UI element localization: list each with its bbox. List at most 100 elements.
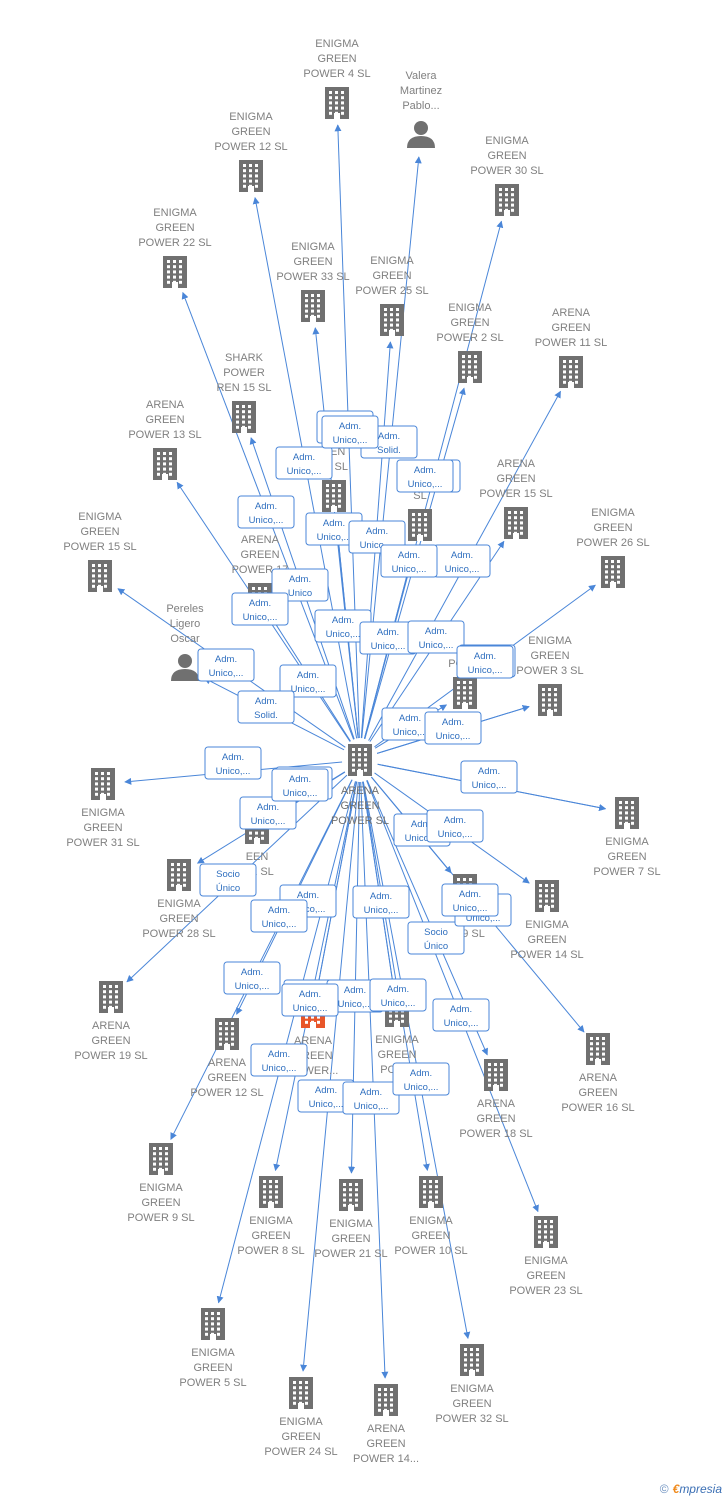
relation-label[interactable]: Adm.Unico,... xyxy=(239,796,297,830)
relation-label[interactable]: Adm.Unico,... xyxy=(204,746,262,780)
relation-label[interactable]: Adm.Unico,... xyxy=(460,760,518,794)
relation-label-line-1: Adm. xyxy=(289,574,311,585)
relation-label-line-1: Adm. xyxy=(255,501,277,512)
relation-label[interactable]: Adm.Unico,... xyxy=(424,711,482,745)
relation-label[interactable]: Adm.Unico,... xyxy=(223,961,281,995)
relation-label[interactable]: Adm.Unico,... xyxy=(380,544,438,578)
relation-label[interactable]: Adm.Unico,... xyxy=(279,664,337,698)
node-label-n8-line-2: GREEN xyxy=(450,317,489,329)
node-label-n36-line-1: ENIGMA xyxy=(409,1215,453,1227)
building-icon xyxy=(325,87,349,119)
building-icon xyxy=(99,981,123,1013)
relation-label[interactable]: Adm.Unico,... xyxy=(369,978,427,1012)
node-label-n15-line-3: POWER 15 SL xyxy=(63,541,136,553)
relation-label-line-1: Adm. xyxy=(339,421,361,432)
node-label-n10-line-1: SHARK xyxy=(225,352,264,364)
relation-label[interactable]: Adm.Unico,... xyxy=(392,1062,450,1096)
relation-label-line-1: Adm. xyxy=(474,651,496,662)
relation-label[interactable]: Adm.Unico,... xyxy=(250,1043,308,1077)
relation-label[interactable]: Adm.Unico,... xyxy=(396,459,454,493)
relation-label[interactable]: Adm.Unico,... xyxy=(426,809,484,843)
relation-label[interactable]: Adm.Unico,... xyxy=(321,415,379,449)
building-icon xyxy=(215,1018,239,1050)
relation-label[interactable]: Adm.Solid. xyxy=(237,690,295,724)
node-label-n27-line-1: ARENA xyxy=(92,1020,131,1032)
relation-label[interactable]: Adm.Unico,... xyxy=(231,592,289,626)
relation-label[interactable]: Adm. Unico,... xyxy=(342,1081,400,1115)
relation-label[interactable]: Adm.Unico,... xyxy=(305,512,363,546)
relation-label[interactable]: Adm.Unico,... xyxy=(271,768,329,802)
relation-label-line-1: Adm. xyxy=(257,802,279,813)
node-label-n32-line-1: ARENA xyxy=(477,1098,516,1110)
relation-label-line-1: Adm. xyxy=(370,891,392,902)
relation-label-line-2: Unico,... xyxy=(249,515,284,526)
building-icon xyxy=(232,401,256,433)
relation-label[interactable]: Adm.Unico,... xyxy=(281,983,339,1017)
relation-label[interactable]: Adm.Unico,... xyxy=(250,899,308,933)
relation-label[interactable]: Adm.Unico,... xyxy=(197,648,255,682)
relation-label[interactable]: Adm.Unico,... xyxy=(297,1079,355,1113)
brand-logo-e: € xyxy=(672,1482,680,1496)
node-label-n2-line-1: Valera xyxy=(406,70,438,82)
node-label-n21-line-1: ENIGMA xyxy=(81,807,125,819)
relation-label-line-2: Unico,... xyxy=(466,913,501,924)
relation-label-line-1: Adm. xyxy=(249,598,271,609)
relation-label-line-2: Unico,... xyxy=(354,1101,389,1112)
relation-label-line-2: Único xyxy=(424,941,448,952)
relation-label[interactable]: Adm.Unico,... xyxy=(433,544,491,578)
relation-label[interactable]: Adm.Unico,... xyxy=(456,645,514,679)
relation-label-line-2: Unico,... xyxy=(405,833,440,844)
node-label-n31-line-2: GREEN xyxy=(578,1087,617,1099)
relation-label-line-1: Adm. xyxy=(360,1087,382,1098)
footer-brand[interactable]: ©€mpresia xyxy=(660,1482,722,1496)
relation-label[interactable]: Adm.Unico,... xyxy=(441,883,499,917)
node-label-n10-line-2: POWER xyxy=(223,367,265,379)
relation-label[interactable]: Adm.Unico,... xyxy=(275,446,333,480)
node-label-n5-line-3: POWER 22 SL xyxy=(138,237,211,249)
relation-label[interactable]: Adm.Unico,... xyxy=(432,998,490,1032)
node-label-n17-line-1: ARENA xyxy=(241,534,280,546)
relation-label-line-2: Unico,... xyxy=(262,919,297,930)
relation-label-line-1: Adm. xyxy=(344,985,366,996)
node-label-n4-line-2: GREEN xyxy=(487,150,526,162)
relation-label[interactable]: Adm.Unico,... xyxy=(407,620,465,654)
node-n2[interactable]: ValeraMartinezPablo... xyxy=(400,70,442,148)
relation-label[interactable]: Adm.Unico,... xyxy=(352,885,410,919)
relation-label[interactable]: Adm. Unico,... xyxy=(237,495,295,529)
